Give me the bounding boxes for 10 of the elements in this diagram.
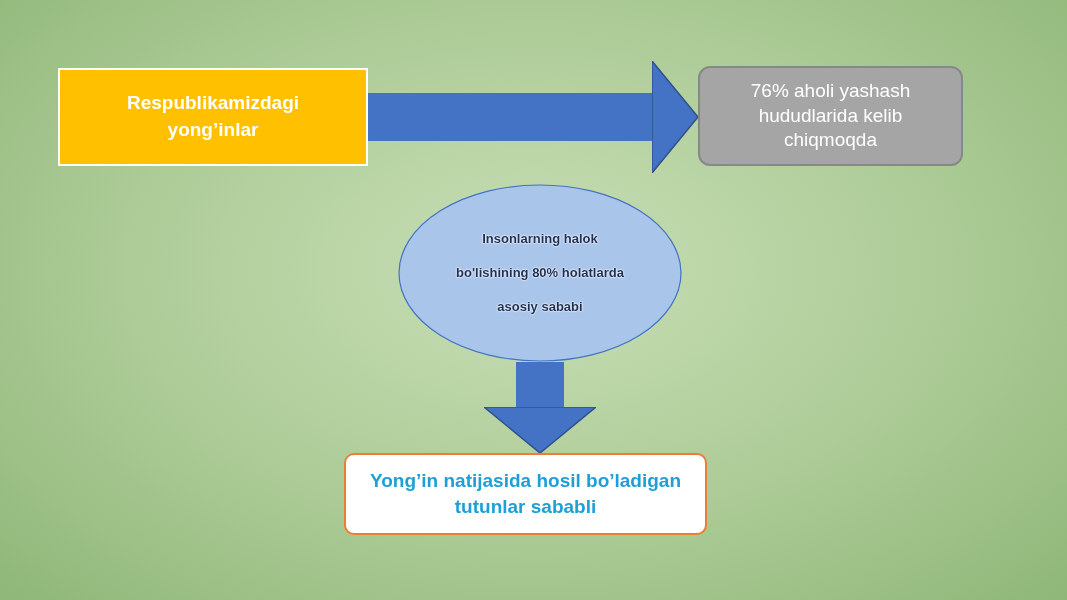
block-arrow — [483, 362, 597, 454]
cause-ellipse — [398, 184, 682, 362]
node-text: Insonlarning halok bo'lishining 80% holatlarda asosiy sababi — [456, 230, 624, 316]
node-text: Yong’in natijasida hosil bo’ladigan tutunlar sababli — [368, 469, 683, 519]
result-box — [698, 66, 963, 166]
effect-box — [344, 453, 707, 535]
title-box — [58, 68, 368, 166]
node-text: Respublikamizdagi yong’inlar — [125, 91, 301, 142]
block-arrow — [368, 60, 699, 174]
node-text: 76% aholi yashash hududlarida kelib chiqmoqda — [749, 78, 912, 153]
